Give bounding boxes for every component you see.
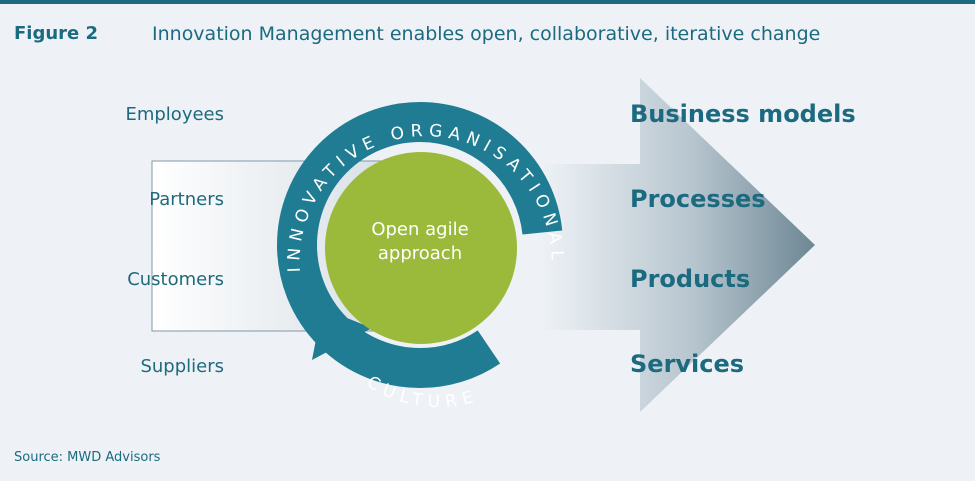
output-services: Services [630,350,745,378]
output-processes: Processes [630,185,766,213]
source-note: Source: MWD Advisors [14,450,161,465]
culture-ring [277,102,563,388]
center-line-1: Open agile [371,219,469,240]
input-employees: Employees [125,104,224,125]
agile-circle [325,152,517,344]
figure-header: Figure 2 Innovation Management enables o… [0,4,975,60]
figure-title: Innovation Management enables open, coll… [152,23,821,45]
top-rule [0,0,975,4]
big-arrow [540,78,815,412]
output-products: Products [630,265,751,293]
diagram: INNOVATIVE ORGANISATIONAL CULTURE Employ… [0,60,975,440]
input-suppliers: Suppliers [140,356,224,377]
center-line-2: approach [377,243,463,264]
diagram-graphic: INNOVATIVE ORGANISATIONAL CULTURE [151,78,815,412]
figure-label: Figure 2 [14,23,99,44]
input-partners: Partners [149,189,224,210]
output-business-models: Business models [630,100,856,128]
input-customers: Customers [127,269,224,290]
cycle-arrowhead-icon [312,308,372,360]
center-label: Open agile approach [345,218,495,266]
